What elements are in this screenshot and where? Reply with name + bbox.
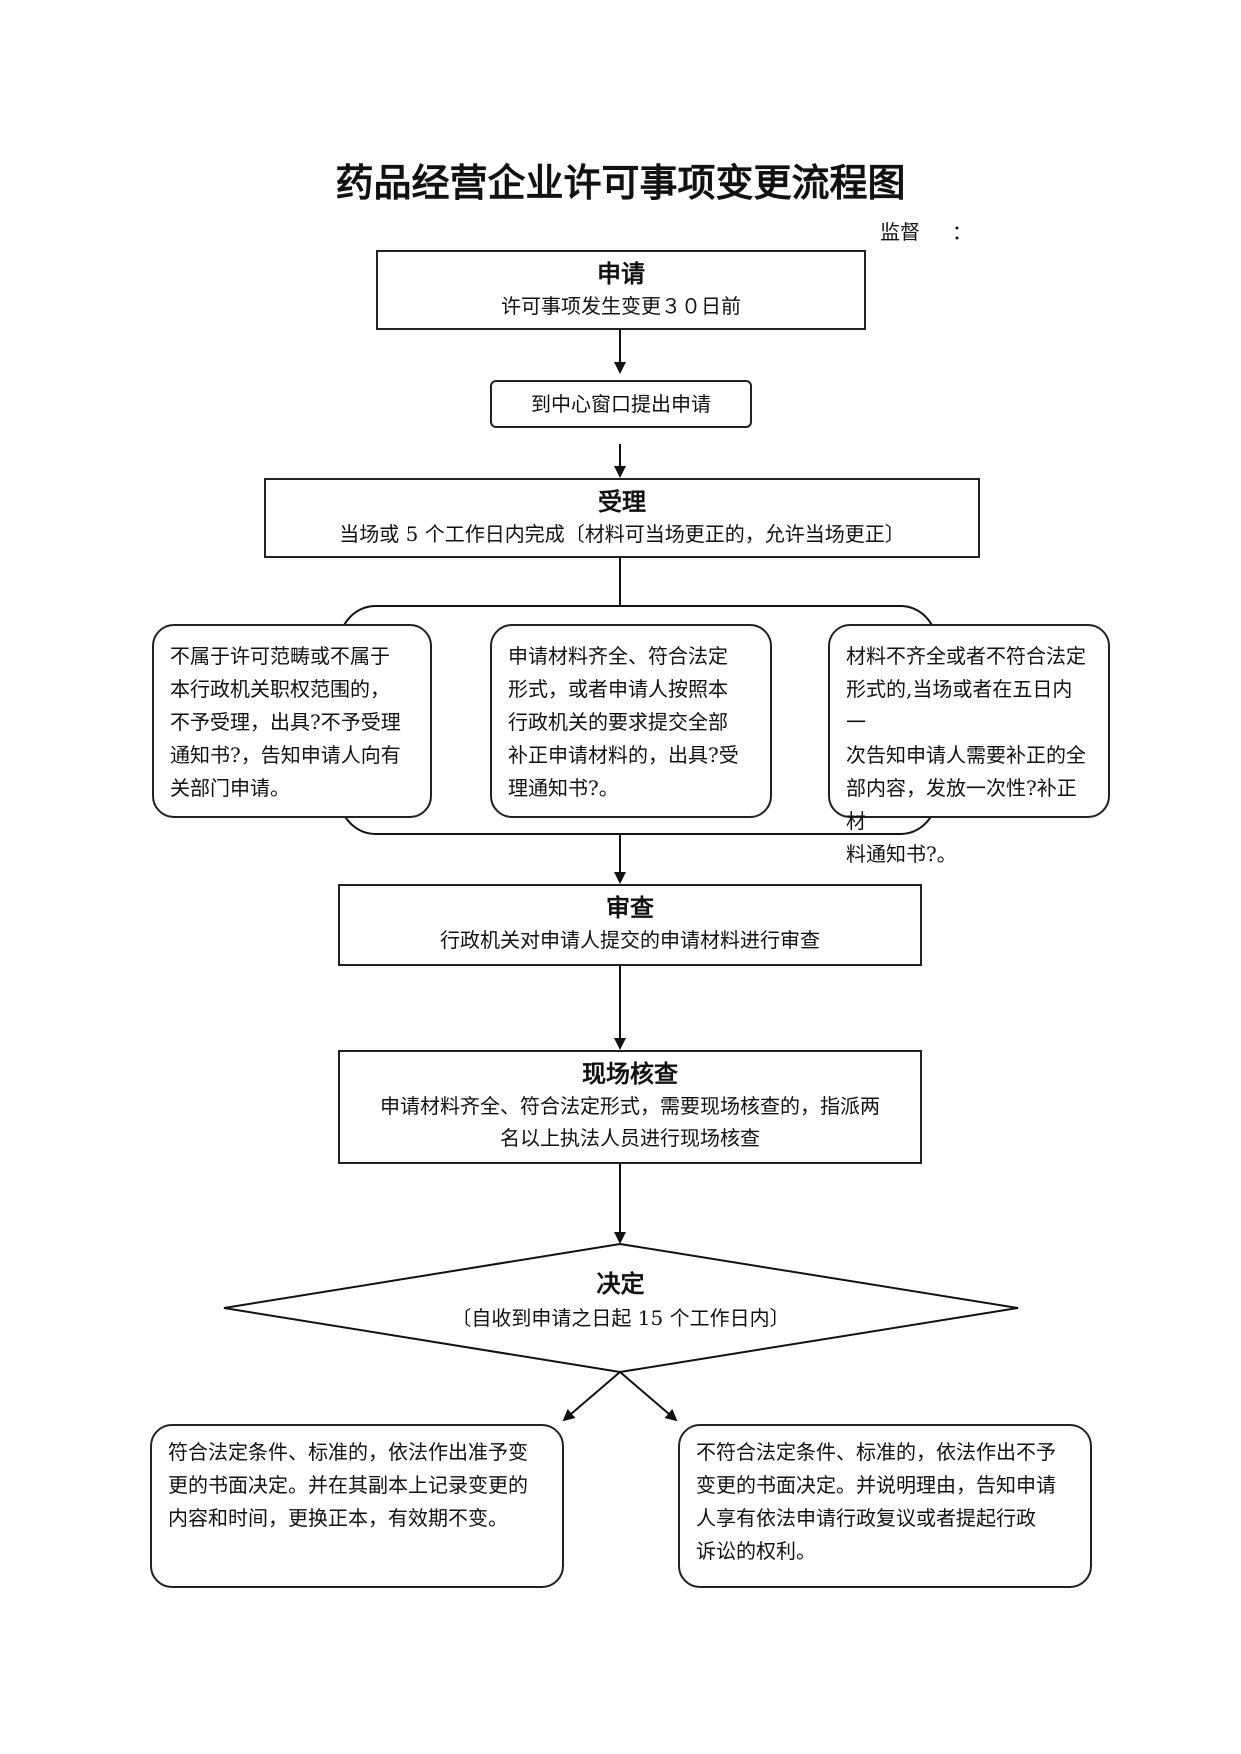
accept-outcome-accept-line: 行政机关的要求提交全部 (508, 710, 728, 734)
accept-outcome-reject-line: 不属于许可范畴或不属于 (170, 644, 390, 668)
supervise-label: 监督 (880, 220, 920, 244)
accept-outcome-supplement-line: 形式的,当场或者在五日内一 (846, 677, 1073, 734)
accept-outcome-reject-line: 本行政机关职权范围的， (170, 677, 390, 701)
accept-outcome-reject-line: 关部门申请。 (170, 776, 290, 800)
accept-outcome-reject-line: 通知书?，告知申请人向有 (170, 743, 401, 767)
decision-outcome-reject-line: 人享有依法申请行政复议或者提起行政 (696, 1506, 1036, 1530)
arrow-decision-to-reject (619, 1371, 678, 1422)
page-title: 药品经营企业许可事项变更流程图 (335, 161, 906, 205)
decision-outcome-approve-line: 更的书面决定。并在其副本上记录变更的 (168, 1473, 528, 1497)
step-inspect-desc-line1: 申请材料齐全、符合法定形式，需要现场核查的，指派两 (380, 1094, 880, 1118)
step-review-title: 审查 (606, 894, 654, 922)
accept-outcome-reject-line: 不予受理，出具?不予受理 (170, 710, 401, 734)
accept-outcome-accept: 申请材料齐全、符合法定 形式，或者申请人按照本 行政机关的要求提交全部 补正申请… (490, 624, 772, 818)
step-review: 审查 行政机关对申请人提交的申请材料进行审查 (338, 884, 922, 966)
step-review-desc: 行政机关对申请人提交的申请材料进行审查 (440, 928, 820, 952)
accept-outcome-supplement-line: 部内容，发放一次性?补正材 (846, 776, 1077, 833)
decision-outcome-approve: 符合法定条件、标准的，依法作出准予变 更的书面决定。并在其副本上记录变更的 内容… (150, 1424, 564, 1588)
accept-outcome-supplement-line: 次告知申请人需要补正的全 (846, 743, 1086, 767)
accept-outcome-accept-line: 形式，或者申请人按照本 (508, 677, 728, 701)
decision-desc: 〔自收到申请之日起 15 个工作日内〕 (451, 1306, 790, 1330)
step-inspect-title: 现场核查 (582, 1060, 678, 1088)
accept-outcome-supplement-line: 料通知书?。 (846, 842, 957, 866)
decision-outcome-reject-line: 不符合法定条件、标准的，依法作出不予 (696, 1440, 1056, 1464)
decision-outcome-approve-line: 符合法定条件、标准的，依法作出准予变 (168, 1440, 528, 1464)
decision-outcome-reject: 不符合法定条件、标准的，依法作出不予 变更的书面决定。并说明理由，告知申请 人享… (678, 1424, 1092, 1588)
decision-outcome-reject-line: 变更的书面决定。并说明理由，告知申请 (696, 1473, 1056, 1497)
accept-outcome-accept-line: 理通知书?。 (508, 776, 619, 800)
step-accept-desc: 当场或 5 个工作日内完成〔材料可当场更正的，允许当场更正〕 (339, 522, 905, 546)
decision-outcome-reject-line: 诉讼的权利。 (696, 1539, 816, 1563)
step-apply-title: 申请 (597, 260, 645, 288)
decision-outcome-approve-line: 内容和时间，更换正本，有效期不变。 (168, 1506, 508, 1530)
accept-outcome-reject: 不属于许可范畴或不属于 本行政机关职权范围的， 不予受理，出具?不予受理 通知书… (152, 624, 432, 818)
accept-outcome-supplement-line: 材料不齐全或者不符合法定 (846, 644, 1086, 668)
accept-outcome-accept-line: 补正申请材料的，出具?受 (508, 743, 739, 767)
step-submit-desc: 到中心窗口提出申请 (531, 392, 711, 416)
step-apply-desc: 许可事项发生变更３０日前 (501, 294, 741, 318)
decision-title: 决定 (596, 1270, 645, 1298)
step-accept-title: 受理 (598, 488, 646, 516)
accept-outcome-supplement: 材料不齐全或者不符合法定 形式的,当场或者在五日内一 次告知申请人需要补正的全 … (828, 624, 1110, 866)
step-accept: 受理 当场或 5 个工作日内完成〔材料可当场更正的，允许当场更正〕 (264, 478, 980, 558)
supervise-colon: ： (952, 220, 972, 244)
step-apply: 申请 许可事项发生变更３０日前 (376, 250, 866, 330)
accept-outcome-accept-line: 申请材料齐全、符合法定 (508, 644, 728, 668)
arrow-decision-to-approve (562, 1371, 621, 1422)
step-inspect-desc-line2: 名以上执法人员进行现场核查 (500, 1126, 760, 1150)
step-submit: 到中心窗口提出申请 (490, 380, 752, 428)
step-inspect: 现场核查 申请材料齐全、符合法定形式，需要现场核查的，指派两 名以上执法人员进行… (338, 1050, 922, 1164)
